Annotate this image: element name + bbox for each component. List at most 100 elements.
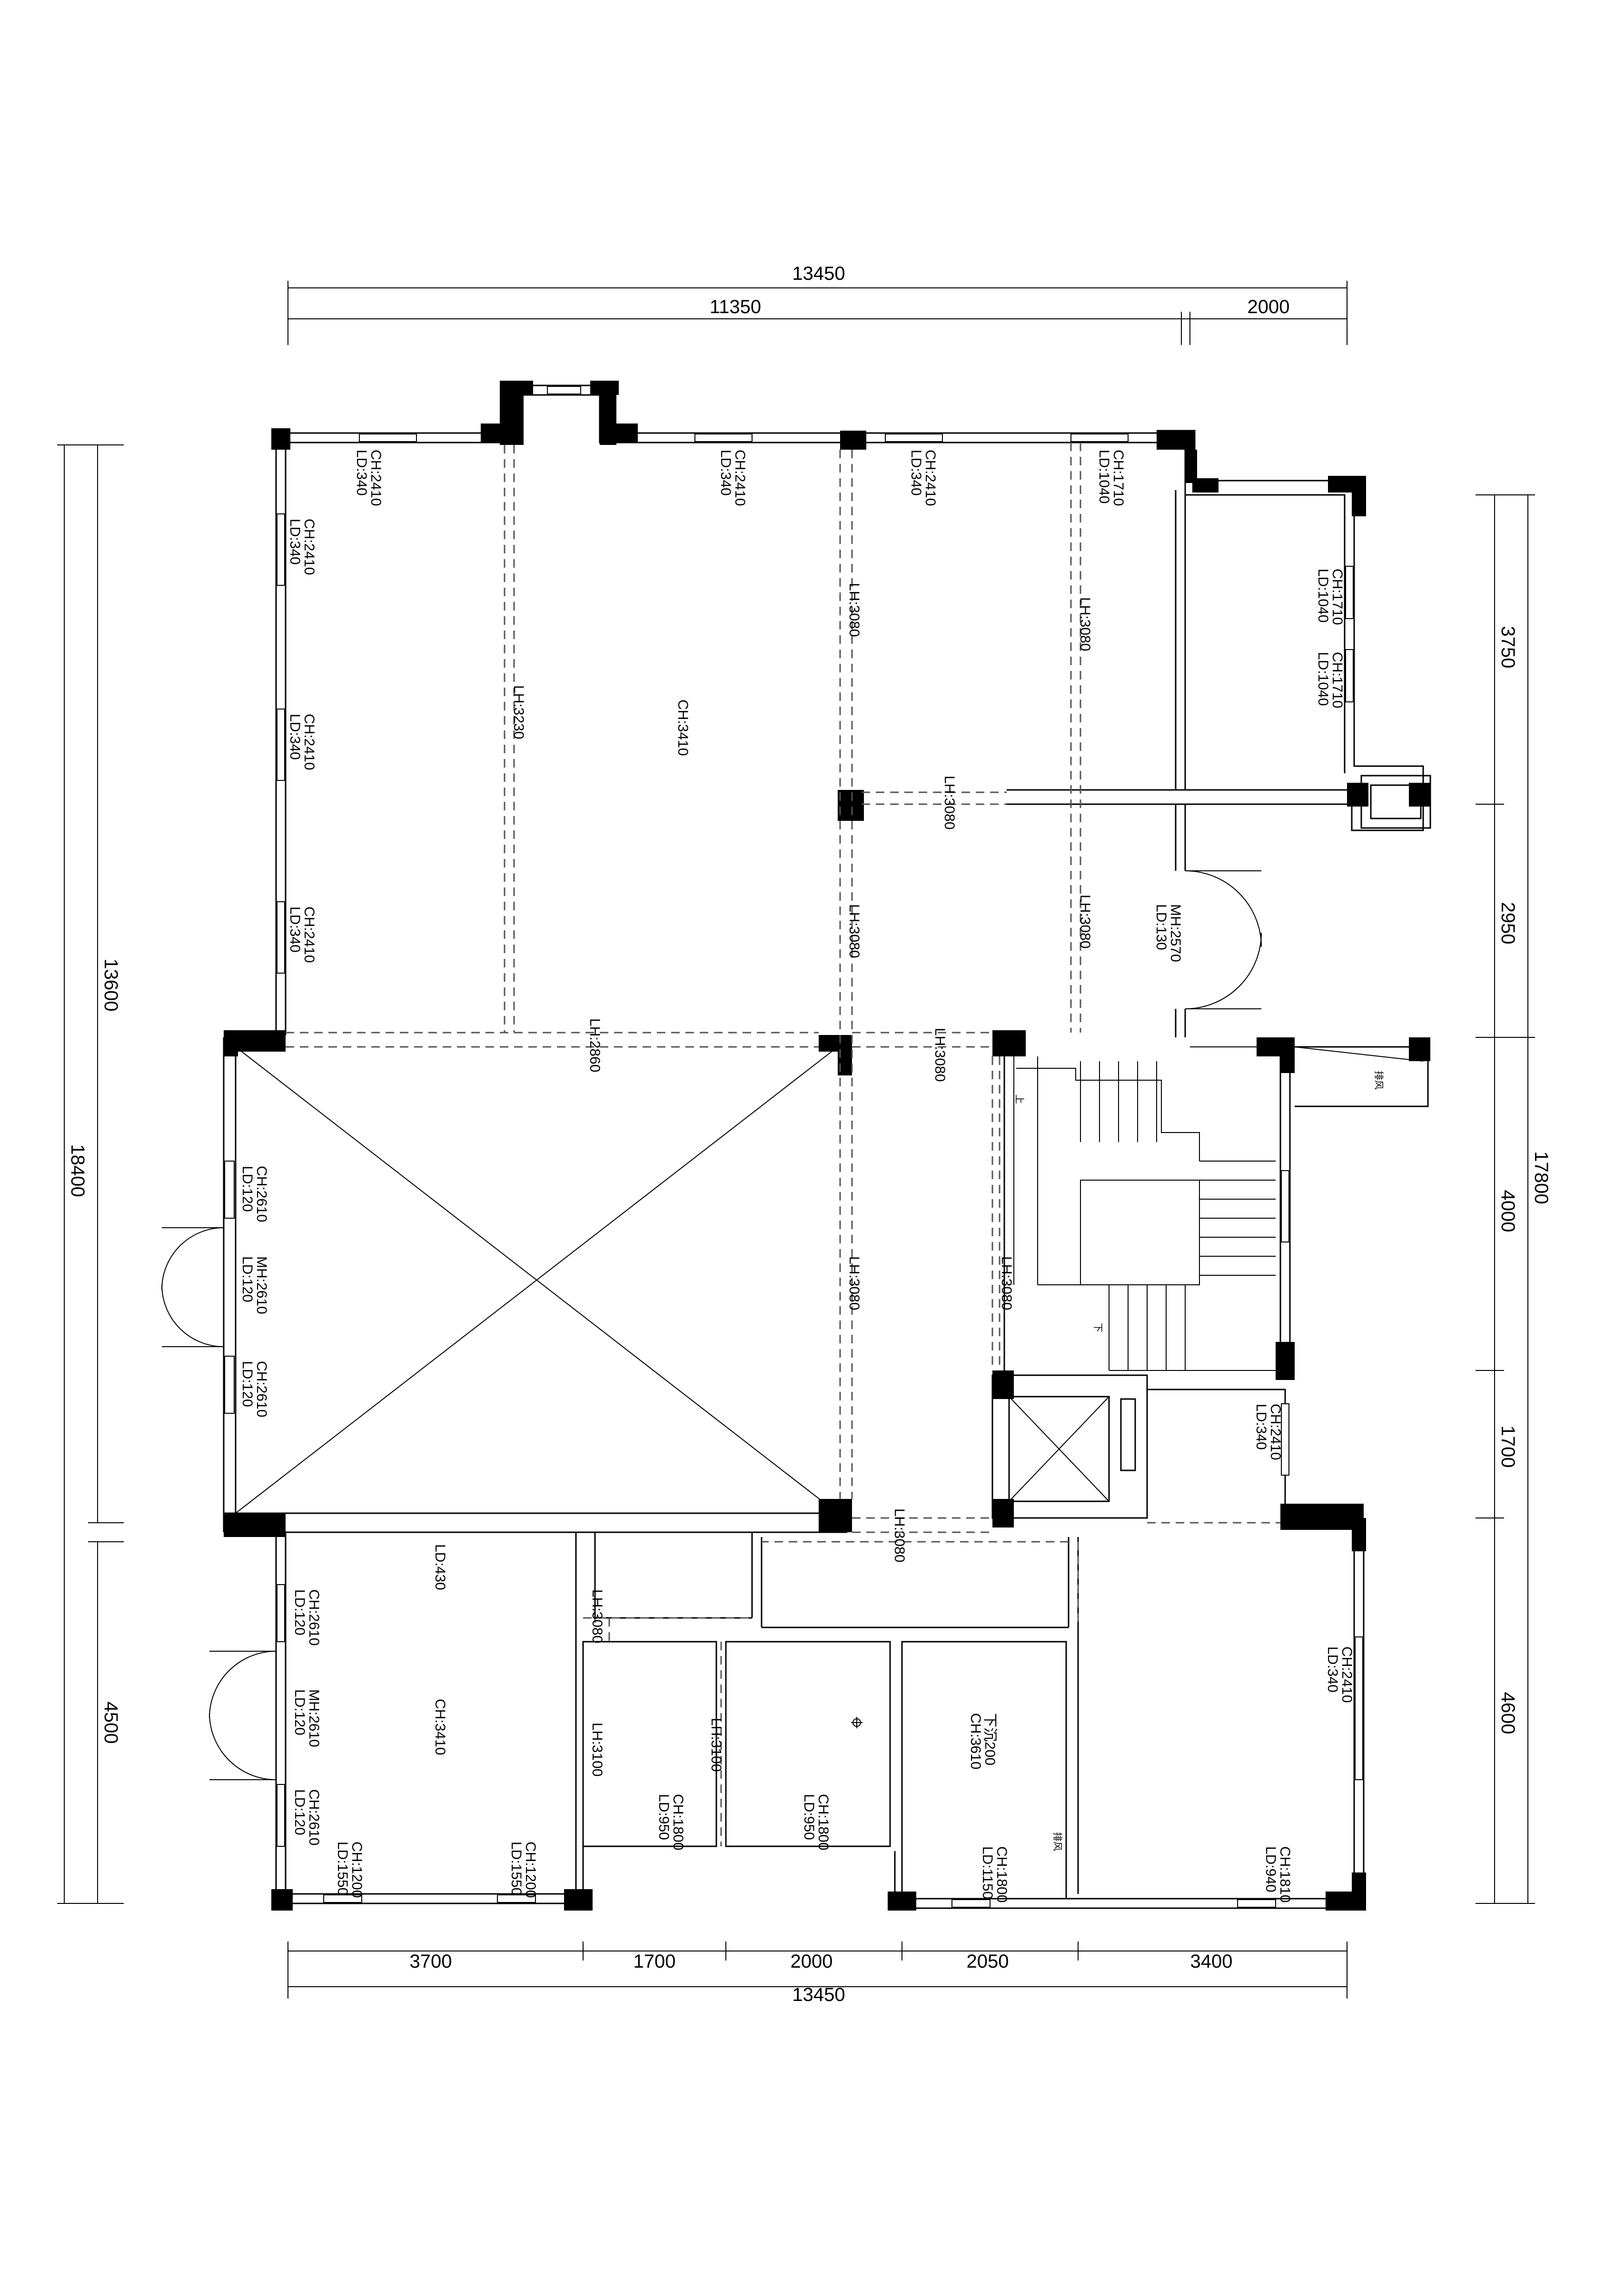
dim-bottom-total: 13450 [792, 1984, 845, 2005]
dim-right-seg-2: 2950 [1497, 902, 1518, 945]
walls [223, 384, 1431, 1909]
dim-left-lower: 4500 [100, 1702, 121, 1744]
dim-top-left: 11350 [710, 296, 761, 317]
left-window-3-ld: LD:340 [287, 907, 303, 953]
dim-right-seg-5: 4600 [1497, 1692, 1518, 1734]
west-low-3-ld: LD:120 [292, 1789, 307, 1835]
west-low-2-mh: MH:2610 [306, 1689, 322, 1747]
dim-bottom-seg-3: 2000 [791, 1951, 833, 1972]
east-window-2-ld: LD:1040 [1315, 652, 1331, 706]
beam-lh3080-i: LH:3080 [892, 1508, 907, 1562]
top-window-3-ld: LD:340 [908, 450, 924, 496]
ceiling-light-icon [851, 1717, 862, 1728]
top-window-4-ld: LD:1040 [1096, 450, 1112, 503]
beam-lh3080-b: LH:3080 [1077, 597, 1093, 651]
dim-right-seg-1: 3750 [1497, 626, 1518, 669]
bottom-window-4-ld: LD:950 [801, 1794, 817, 1840]
east-window-1-ld: LD:1040 [1315, 569, 1331, 622]
dim-right-seg-3: 4000 [1497, 1190, 1518, 1232]
left-window-1-ch: CH:2410 [301, 519, 317, 575]
west-low-1-ld: LD:120 [292, 1589, 307, 1636]
left-window-1-ld: LD:340 [287, 519, 303, 565]
stair-window-ch: CH:2410 [1268, 1404, 1283, 1460]
bottom-window-5-ld: LD:1150 [980, 1846, 995, 1899]
bottom-window-6-ch: CH:1810 [1277, 1846, 1293, 1902]
top-window-1-ch: CH:2410 [368, 450, 384, 506]
windows [224, 386, 1363, 1908]
dim-right-outer: 17800 [1531, 1151, 1552, 1204]
west-low-1-ch: CH:2610 [306, 1589, 322, 1646]
dim-top-right: 2000 [1248, 296, 1290, 317]
beam-lh3080-f: LH:3080 [932, 1028, 948, 1082]
left-window-3-ch: CH:2410 [301, 907, 317, 963]
west-mid-1-ch: CH:2610 [254, 1166, 269, 1222]
annotations: CH:2410 LD:340 CH:2410 LD:340 CH:2410 LD… [239, 450, 1384, 1902]
west-low-2-ld: LD:120 [292, 1689, 307, 1735]
dim-left-outer: 18400 [67, 1144, 88, 1197]
west-mid-3-ch: CH:2610 [254, 1361, 269, 1417]
tag-up: 上 [1014, 1094, 1025, 1104]
columns [224, 381, 1430, 1911]
top-window-4-ch: CH:1710 [1110, 450, 1126, 506]
top-window-2-ch: CH:2410 [732, 450, 748, 506]
west-mid-2-mh: MH:2610 [254, 1256, 269, 1314]
beam-lh3080-g: LH:3080 [846, 1256, 862, 1310]
right-window-ch: CH:2410 [1339, 1646, 1355, 1703]
bottom-window-1-ch: CH:1200 [349, 1842, 365, 1898]
left-window-2-ld: LD:340 [287, 714, 303, 760]
top-window-2-ld: LD:340 [718, 450, 733, 496]
bottom-window-5-ch: CH:1800 [994, 1846, 1010, 1902]
bottom-window-6-ld: LD:940 [1263, 1846, 1278, 1892]
bottom-window-1-ld: LD:1550 [335, 1842, 350, 1895]
dim-right-seg-4: 1700 [1497, 1426, 1518, 1468]
top-window-3-ch: CH:2410 [922, 450, 938, 506]
bottom-window-4-ch: CH:1800 [815, 1794, 831, 1850]
east-window-1-ch: CH:1710 [1329, 569, 1345, 625]
open-to-below-x [235, 1046, 838, 1514]
left-window-2-ch: CH:2410 [301, 714, 317, 770]
stairs [1013, 1046, 1424, 1371]
ceiling-lower-mid-extra: 下沉200 [982, 1713, 998, 1765]
west-low-3-ch: CH:2610 [306, 1789, 322, 1845]
east-window-2-ch: CH:1710 [1329, 652, 1345, 708]
dim-top-total: 13450 [792, 263, 845, 284]
dimension-bottom: 3700 1700 2000 2050 3400 13450 [287, 1941, 1347, 2005]
dim-bottom-seg-4: 2050 [967, 1951, 1009, 1972]
right-window-ld: LD:340 [1325, 1646, 1340, 1693]
door-east-mh: MH:2570 [1168, 904, 1183, 962]
beam-lh3100-a: LH:3100 [589, 1723, 605, 1776]
dim-bottom-seg-5: 3400 [1190, 1951, 1233, 1972]
dimension-left: 18400 13600 4500 [57, 444, 124, 1904]
dim-bottom-seg-1: 3700 [410, 1951, 452, 1972]
bottom-window-2-ld: LD:1550 [508, 1842, 524, 1895]
tag-exhaust-1: 排风 [1373, 1071, 1384, 1090]
ceiling-lower-mid: CH:3610 [968, 1713, 983, 1769]
west-mid-2-ld: LD:120 [239, 1256, 255, 1302]
tag-down: 下 [1092, 1323, 1103, 1332]
bottom-window-3-ch: CH:1800 [670, 1794, 686, 1850]
dim-bottom-seg-2: 1700 [634, 1951, 676, 1972]
ceiling-main: CH:3410 [675, 700, 691, 756]
ld430-label: LD:430 [432, 1544, 448, 1590]
beam-lh3100-b: LH:3100 [708, 1718, 724, 1772]
door-east-ld: LD:130 [1153, 904, 1169, 950]
top-window-1-ld: LD:340 [354, 450, 369, 496]
bottom-window-2-ch: CH:1200 [523, 1842, 538, 1898]
west-mid-1-ld: LD:120 [239, 1166, 255, 1212]
dimension-top: 13450 11350 2000 [287, 263, 1347, 345]
stair-window-ld: LD:340 [1253, 1404, 1269, 1450]
beam-lh3080-c: LH:3080 [941, 776, 957, 829]
dim-left-upper: 13600 [100, 958, 121, 1011]
beam-lh3080-j: LH:3080 [589, 1589, 605, 1643]
beams [286, 443, 1280, 1846]
beam-lh3080-a: LH:3080 [846, 583, 862, 637]
west-mid-3-ld: LD:120 [239, 1361, 255, 1407]
bottom-window-3-ld: LD:950 [656, 1794, 672, 1840]
beam-lh3080-h: LH:3080 [999, 1256, 1014, 1310]
beam-lh3080-d: LH:3080 [846, 904, 862, 958]
tag-exhaust-2: 排风 [1052, 1832, 1063, 1851]
beam-lh3230: LH:3230 [511, 685, 526, 739]
dimension-right: 3750 2950 17800 4000 1700 4600 [1476, 494, 1552, 1904]
ceiling-lower-left: CH:3410 [432, 1699, 448, 1755]
